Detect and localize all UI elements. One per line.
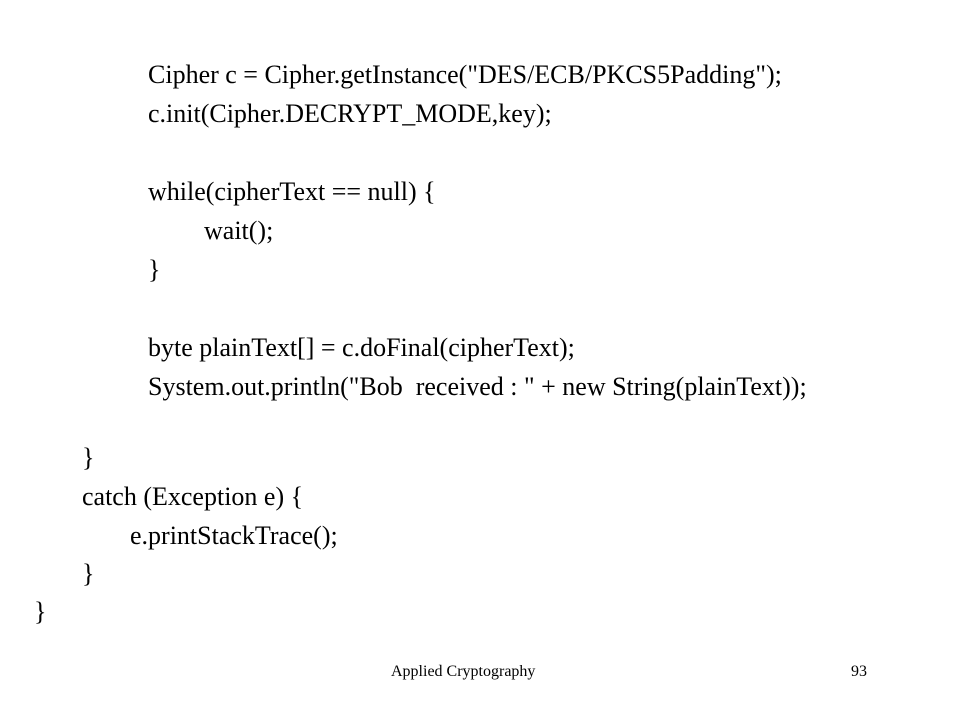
code-line-cipher-getinstance: Cipher c = Cipher.getInstance("DES/ECB/P…	[148, 60, 782, 89]
code-line-wait: wait();	[204, 216, 274, 245]
code-line-printstacktrace: e.printStackTrace();	[130, 521, 338, 550]
code-line-while-close: }	[148, 255, 161, 284]
code-line-catch: catch (Exception e) {	[82, 482, 304, 511]
code-line-while: while(cipherText == null) {	[148, 177, 436, 206]
page-number: 93	[851, 663, 867, 680]
code-line-method-close: }	[34, 597, 47, 626]
footer-title: Applied Cryptography	[391, 663, 536, 680]
code-line-println: System.out.println("Bob received : " + n…	[148, 372, 807, 401]
code-line-cipher-init: c.init(Cipher.DECRYPT_MODE,key);	[148, 99, 552, 128]
code-line-catch-close: }	[82, 559, 95, 588]
code-line-try-close: }	[82, 443, 95, 472]
code-line-dofinal: byte plainText[] = c.doFinal(cipherText)…	[148, 333, 575, 362]
